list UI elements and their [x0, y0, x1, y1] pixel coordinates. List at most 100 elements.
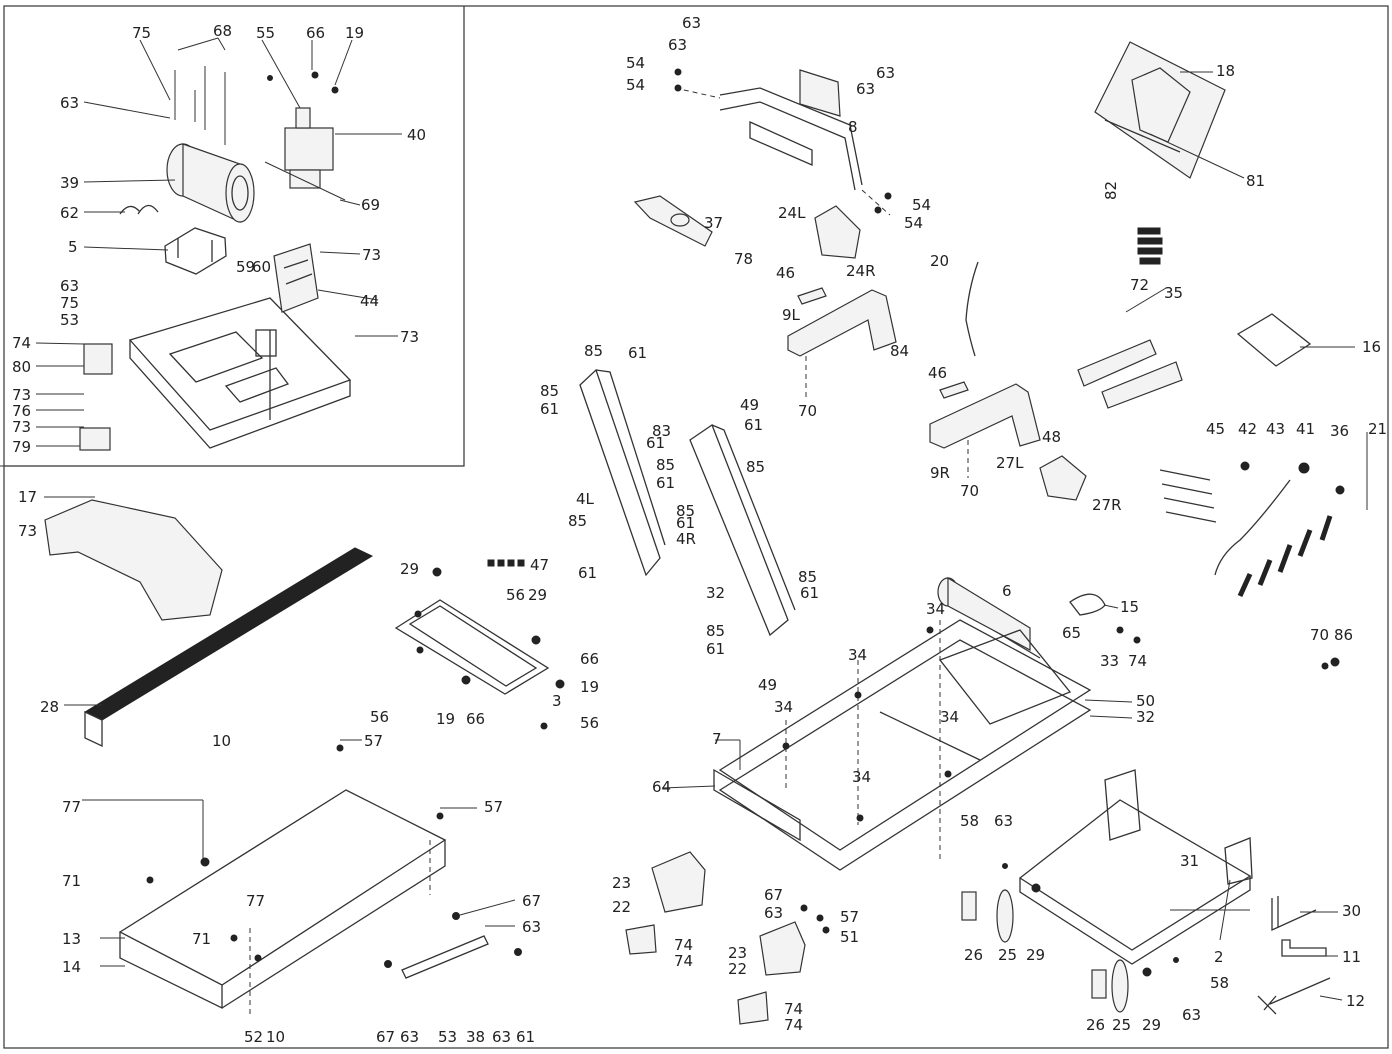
label-75: 75	[60, 294, 79, 312]
label-54: 54	[904, 214, 923, 232]
label-19: 19	[580, 678, 599, 696]
manual-16	[1236, 313, 1312, 367]
crossbar-46a	[797, 287, 827, 305]
main-frame-6-7	[713, 576, 1092, 871]
label-20: 20	[930, 252, 949, 270]
label-73: 73	[400, 328, 419, 346]
leader-lines	[0, 37, 1368, 1001]
label-61: 61	[744, 416, 763, 434]
label-30: 30	[1342, 902, 1361, 920]
label-61: 61	[516, 1028, 535, 1046]
label-58: 58	[1210, 974, 1229, 992]
label-74: 74	[12, 334, 31, 352]
label-17: 17	[18, 488, 37, 506]
label-34: 34	[774, 698, 793, 716]
rear-cap-23b	[759, 921, 806, 976]
label-9R: 9R	[930, 464, 950, 482]
label-40: 40	[407, 126, 426, 144]
label-65: 65	[1062, 624, 1081, 642]
label-86: 86	[1334, 626, 1353, 644]
label-63: 63	[994, 812, 1013, 830]
label-73: 73	[12, 418, 31, 436]
label-27L: 27L	[996, 454, 1024, 472]
label-85: 85	[568, 512, 587, 530]
motor-base-frame	[128, 297, 352, 449]
label-60: 60	[252, 258, 271, 276]
label-43: 43	[1266, 420, 1285, 438]
label-7: 7	[712, 730, 722, 748]
label-9L: 9L	[782, 306, 801, 324]
part-labels: 75 68 55 66 19 63 40 39 69 62 5 73 59 60…	[12, 14, 1387, 1046]
motor-assembly-inset-frame	[4, 6, 465, 467]
wheel-25b	[1111, 959, 1129, 1013]
label-19: 19	[345, 24, 364, 42]
label-4R: 4R	[676, 530, 696, 548]
label-81: 81	[1246, 172, 1265, 190]
rear-roller-38	[401, 935, 489, 979]
upright-4R	[689, 424, 796, 637]
label-34: 34	[848, 646, 867, 664]
label-85: 85	[676, 502, 695, 520]
label-50: 50	[1136, 692, 1155, 710]
label-37: 37	[704, 214, 723, 232]
label-24R: 24R	[846, 262, 876, 280]
motor-bracket-5	[164, 227, 227, 275]
label-54: 54	[912, 196, 931, 214]
upright-4L	[579, 368, 666, 577]
filter-box-80	[83, 343, 113, 375]
label-29: 29	[528, 586, 547, 604]
label-74: 74	[674, 936, 693, 954]
label-74: 74	[784, 1016, 803, 1034]
label-4L: 4L	[576, 490, 595, 508]
label-22: 22	[612, 898, 631, 916]
label-10: 10	[266, 1028, 285, 1046]
label-25: 25	[998, 946, 1017, 964]
label-23: 23	[728, 944, 747, 962]
label-82: 82	[1102, 181, 1120, 200]
label-79: 79	[12, 438, 31, 456]
label-34: 34	[852, 768, 871, 786]
label-31: 31	[1180, 852, 1199, 870]
label-73: 73	[12, 386, 31, 404]
label-77: 77	[62, 798, 81, 816]
label-6: 6	[1002, 582, 1012, 600]
foot-22a	[625, 924, 657, 955]
label-46: 46	[928, 364, 947, 382]
label-71: 71	[192, 930, 211, 948]
side-cover-35a	[1077, 339, 1157, 387]
label-61: 61	[656, 474, 675, 492]
motor-hood-17	[44, 499, 223, 621]
label-53: 53	[438, 1028, 457, 1046]
label-29: 29	[400, 560, 419, 578]
label-70: 70	[798, 402, 817, 420]
label-56: 56	[370, 708, 389, 726]
label-56: 56	[580, 714, 599, 732]
wires-45	[1159, 469, 1217, 523]
label-61: 61	[628, 344, 647, 362]
label-77: 77	[246, 892, 265, 910]
label-85: 85	[746, 458, 765, 476]
label-63: 63	[668, 36, 687, 54]
label-29: 29	[1142, 1016, 1161, 1034]
label-61: 61	[646, 434, 665, 452]
label-19: 19	[436, 710, 455, 728]
hand-pulse-sensor-37	[670, 213, 690, 227]
label-67: 67	[522, 892, 541, 910]
motor-39	[166, 143, 255, 223]
label-63: 63	[1182, 1006, 1201, 1024]
label-46: 46	[776, 264, 795, 282]
label-13: 13	[62, 930, 81, 948]
label-35: 35	[1164, 284, 1183, 302]
label-8: 8	[848, 118, 858, 136]
label-63: 63	[60, 94, 79, 112]
cover-27L-27R	[1039, 455, 1087, 501]
label-26: 26	[964, 946, 983, 964]
label-80: 80	[12, 358, 31, 376]
label-75: 75	[132, 24, 151, 42]
label-32: 32	[1136, 708, 1155, 726]
roller-mount-40	[284, 107, 334, 189]
label-12: 12	[1346, 992, 1365, 1010]
label-26: 26	[1086, 1016, 1105, 1034]
label-22: 22	[728, 960, 747, 978]
label-73: 73	[18, 522, 37, 540]
